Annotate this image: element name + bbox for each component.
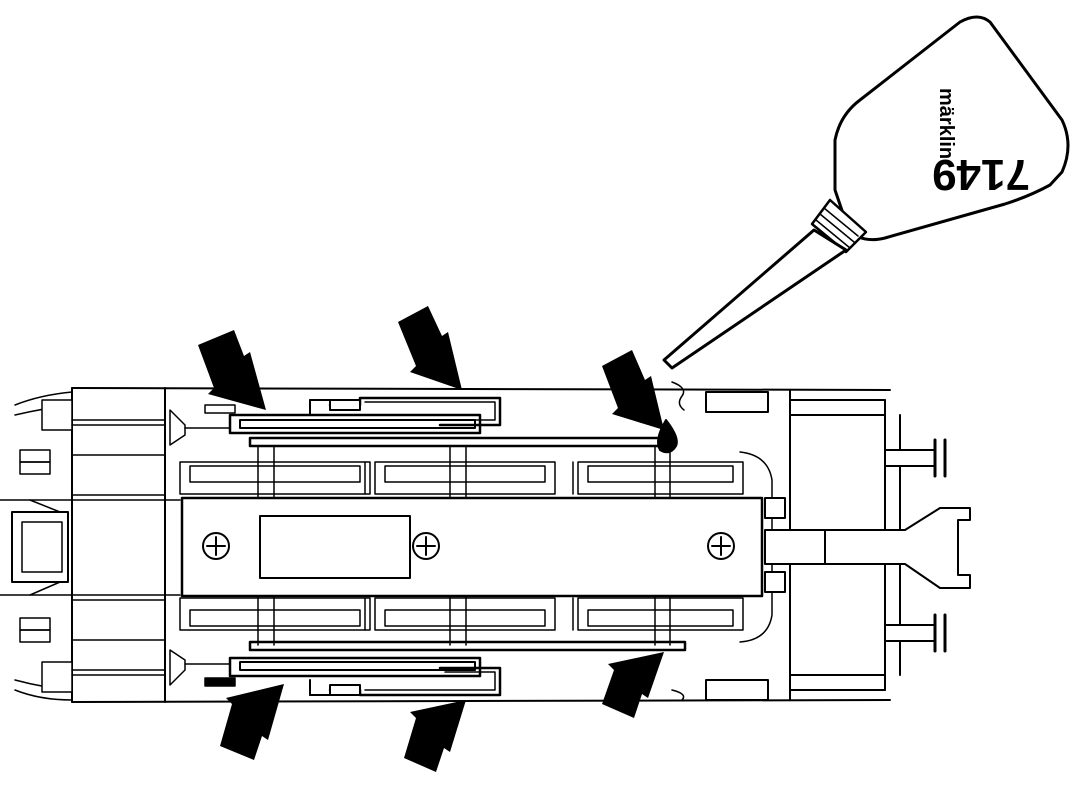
centre-frame (180, 496, 764, 598)
upper-side-rods (228, 396, 672, 448)
screw-3 (707, 532, 735, 560)
oil-bottle-body (833, 15, 1070, 242)
oil-bottle: märklin 7149 (662, 15, 1070, 370)
rear-drawbar (671, 381, 971, 701)
lower-side-rods (228, 640, 687, 697)
oil-bottle-number: 7149 (932, 150, 1030, 199)
arrow-top-3 (602, 350, 664, 430)
screw-1 (202, 532, 230, 560)
upper-wheels (179, 445, 744, 501)
lower-wheels (179, 593, 744, 646)
oil-bottle-brand: märklin (935, 88, 957, 159)
front-truck (0, 391, 181, 701)
arrow-bottom-2 (404, 700, 466, 772)
oil-bottle-collar-ridges (815, 207, 859, 249)
oil-bottle-nozzle (662, 228, 848, 370)
arrow-top-2 (398, 306, 462, 390)
cylinder-blocks (169, 404, 236, 687)
arrow-bottom-3 (602, 652, 664, 718)
arrow-top-1 (198, 330, 266, 410)
screw-2 (412, 532, 440, 560)
arrow-bottom-1 (220, 684, 284, 760)
